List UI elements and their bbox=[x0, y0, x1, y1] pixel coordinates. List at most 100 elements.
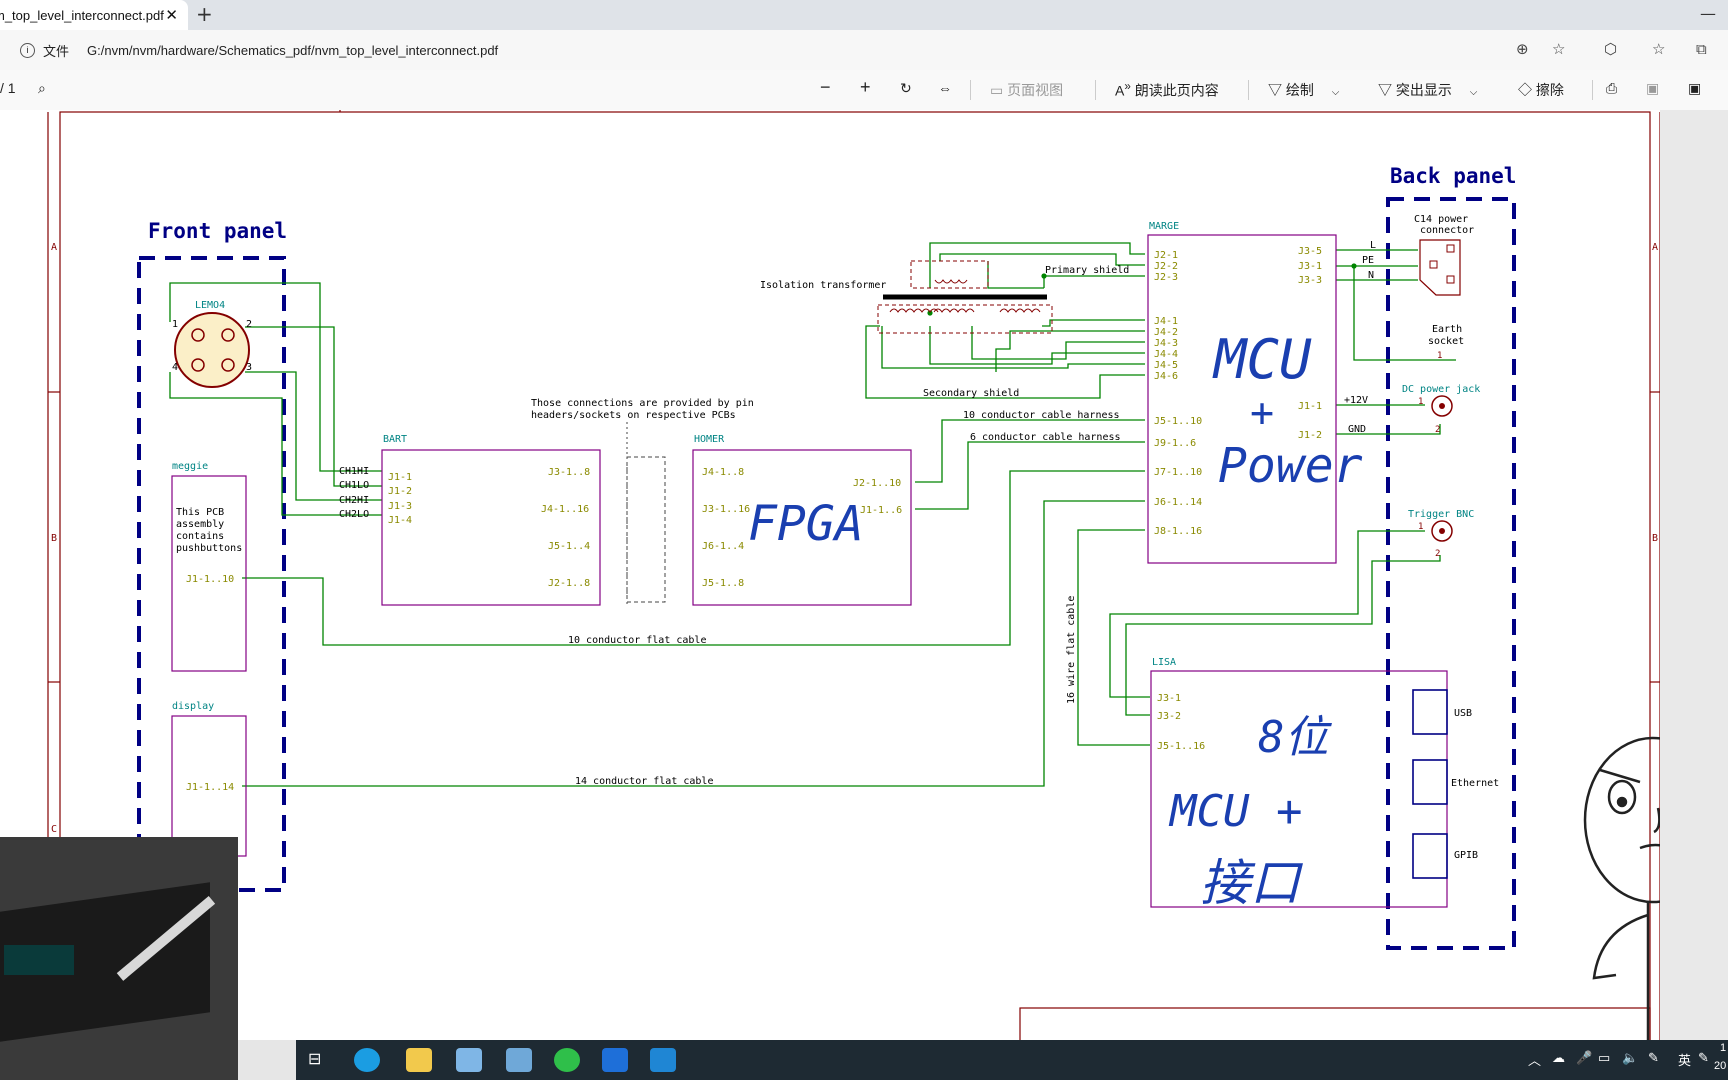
url-field[interactable]: i 文件 G:/nvm/nvm/hardware/Schematics_pdf/… bbox=[10, 35, 1510, 65]
marge-left-pin: J5-1..10 bbox=[1154, 416, 1202, 427]
tray-chevron-icon[interactable]: ︿ bbox=[1528, 1053, 1542, 1068]
minimize-button[interactable]: — bbox=[1700, 4, 1716, 23]
divider bbox=[1095, 80, 1096, 100]
lemo-name: LEMO4 bbox=[195, 300, 225, 311]
fit-width-icon[interactable]: ⇔ bbox=[938, 80, 952, 96]
pdf-toolbar: / 1 ⌕ − + ↻ ⇔ ▭ 页面视图 A» 朗读此页内容 ▽ 绘制 ⌵ ▽ … bbox=[0, 70, 1728, 111]
homer-left-pin: J6-1..4 bbox=[702, 541, 744, 552]
zoom-icon[interactable]: ⊕ bbox=[1516, 40, 1529, 58]
marge-box bbox=[1147, 234, 1337, 564]
tab-pdf[interactable]: m_top_level_interconnect.pdf ✕ bbox=[0, 0, 188, 30]
marge-right-pin: J3-1 bbox=[1298, 261, 1322, 272]
chevron-down-icon[interactable]: ⌵ bbox=[1331, 87, 1340, 98]
lemo-pin-2: 2 bbox=[246, 319, 252, 330]
divider bbox=[1592, 80, 1593, 100]
secondary-shield-label: Secondary shield bbox=[923, 388, 1019, 399]
back-panel-title: Back panel bbox=[1390, 164, 1516, 188]
close-icon[interactable]: ✕ bbox=[165, 6, 178, 24]
save-icon[interactable]: ▣ bbox=[1646, 80, 1660, 96]
marge-left-pin: J9-1..6 bbox=[1154, 438, 1196, 449]
pen-icon[interactable]: ✎ bbox=[1648, 1050, 1659, 1065]
webcam-overlay bbox=[0, 837, 238, 1080]
homer-left-pin: J4-1..8 bbox=[702, 467, 744, 478]
net-gnd: GND bbox=[1348, 424, 1366, 435]
zoom-in-icon[interactable]: + bbox=[860, 77, 871, 97]
zoom-out-icon[interactable]: − bbox=[820, 77, 831, 97]
favorites-list-icon[interactable]: ☆ bbox=[1652, 40, 1666, 58]
lemo-pin-1: 1 bbox=[172, 319, 178, 330]
meggie-box bbox=[171, 475, 247, 672]
frame-letter-c: C bbox=[51, 824, 57, 835]
info-icon[interactable]: i bbox=[20, 42, 35, 58]
bart-right-pin: J2-1..8 bbox=[548, 578, 590, 589]
erase-button[interactable]: ◇ 擦除 bbox=[1518, 82, 1564, 98]
frame-letter-a-right: A bbox=[1652, 242, 1658, 253]
handwriting-fpga: FPGA bbox=[748, 496, 864, 552]
wechat-icon[interactable] bbox=[554, 1048, 580, 1072]
file-explorer-icon[interactable] bbox=[406, 1048, 432, 1072]
c14-line-l: L bbox=[1370, 240, 1376, 251]
bart-left-pin: J1-1 bbox=[388, 472, 412, 483]
meggie-note-4: pushbuttons bbox=[176, 543, 242, 554]
marge-left-pin: J8-1..16 bbox=[1154, 526, 1202, 537]
draw-button[interactable]: ▽ 绘制 ⌵ bbox=[1268, 82, 1340, 98]
mail-icon[interactable] bbox=[602, 1048, 628, 1072]
task-view-icon[interactable]: ⊟ bbox=[308, 1051, 322, 1068]
net-label: CH1LO bbox=[339, 480, 369, 491]
meggie-pin: J1-1..10 bbox=[186, 574, 234, 585]
scroll-gutter bbox=[1660, 110, 1728, 1040]
extensions-icon[interactable]: ⬡ bbox=[1604, 40, 1618, 58]
isolation-transformer-label: Isolation transformer bbox=[760, 280, 886, 291]
vscode-icon[interactable] bbox=[650, 1048, 676, 1072]
edge-icon[interactable] bbox=[354, 1048, 380, 1072]
collections-icon[interactable]: ⧉ bbox=[1696, 40, 1707, 58]
frame-letter-a: A bbox=[51, 242, 57, 253]
clock-date[interactable]: 20 bbox=[1714, 1060, 1727, 1072]
marge-left-pin: J2-3 bbox=[1154, 272, 1178, 283]
front-panel-title: Front panel bbox=[148, 219, 287, 243]
volume-icon[interactable]: 🔈 bbox=[1622, 1050, 1639, 1065]
save-as-icon[interactable]: ▣ bbox=[1688, 80, 1702, 96]
tab-bar: m_top_level_interconnect.pdf ✕ + — bbox=[0, 0, 1728, 30]
url-text: G:/nvm/nvm/hardware/Schematics_pdf/nvm_t… bbox=[87, 42, 499, 58]
meggie-note-2: assembly bbox=[176, 519, 224, 530]
handwriting-mcu: MCU bbox=[1212, 328, 1312, 391]
microphone-icon[interactable]: 🎤 bbox=[1576, 1050, 1593, 1065]
marge-right-pin: J3-5 bbox=[1298, 246, 1322, 257]
print-icon[interactable]: ⎙ bbox=[1606, 80, 1618, 96]
bart-box bbox=[381, 449, 601, 606]
net-12v: +12V bbox=[1344, 395, 1368, 406]
highlight-button[interactable]: ▽ 突出显示 ⌵ bbox=[1378, 82, 1478, 98]
favorite-icon[interactable]: ☆ bbox=[1552, 40, 1566, 58]
app-icon[interactable] bbox=[456, 1048, 482, 1072]
lemo-pin-3: 3 bbox=[246, 362, 252, 373]
pen-icon[interactable]: ✎ bbox=[1698, 1050, 1709, 1065]
handwriting-power: Power bbox=[1218, 438, 1363, 494]
rotate-icon[interactable]: ↻ bbox=[900, 80, 912, 96]
primary-shield-label: Primary shield bbox=[1045, 265, 1129, 276]
app-icon[interactable] bbox=[506, 1048, 532, 1072]
read-aloud-button[interactable]: A» 朗读此页内容 bbox=[1115, 80, 1219, 99]
flat-cable-16: 16 wire flat cable bbox=[1066, 596, 1077, 704]
marge-left-pin: J2-2 bbox=[1154, 261, 1178, 272]
marge-left-pin: J4-2 bbox=[1154, 327, 1178, 338]
address-bar: i 文件 G:/nvm/nvm/hardware/Schematics_pdf/… bbox=[0, 30, 1728, 70]
network-icon[interactable]: ▭ bbox=[1598, 1050, 1611, 1065]
homer-right-pin: J1-1..6 bbox=[860, 505, 902, 516]
usb-port-label: USB bbox=[1454, 708, 1472, 719]
page-view-button[interactable]: ▭ 页面视图 bbox=[990, 82, 1064, 98]
search-icon[interactable]: ⌕ bbox=[38, 80, 46, 96]
new-tab-button[interactable]: + bbox=[196, 2, 213, 26]
page-view-label: 页面视图 bbox=[1007, 82, 1064, 98]
cloud-icon[interactable]: ☁ bbox=[1552, 1050, 1565, 1065]
flat-cable-14: 14 conductor flat cable bbox=[575, 776, 713, 787]
trigger-pin-2: 2 bbox=[1435, 549, 1440, 559]
chevron-down-icon[interactable]: ⌵ bbox=[1469, 87, 1478, 98]
c14-line-pe: PE bbox=[1362, 255, 1374, 266]
language-indicator[interactable]: 英 bbox=[1678, 1053, 1692, 1068]
marge-left-pin: J4-5 bbox=[1154, 360, 1178, 371]
draw-label: 绘制 bbox=[1285, 82, 1314, 98]
bart-right-pin: J5-1..4 bbox=[548, 541, 590, 552]
clock-time[interactable]: 1 bbox=[1720, 1042, 1727, 1054]
handwriting-8bit: 8位 bbox=[1258, 712, 1332, 763]
